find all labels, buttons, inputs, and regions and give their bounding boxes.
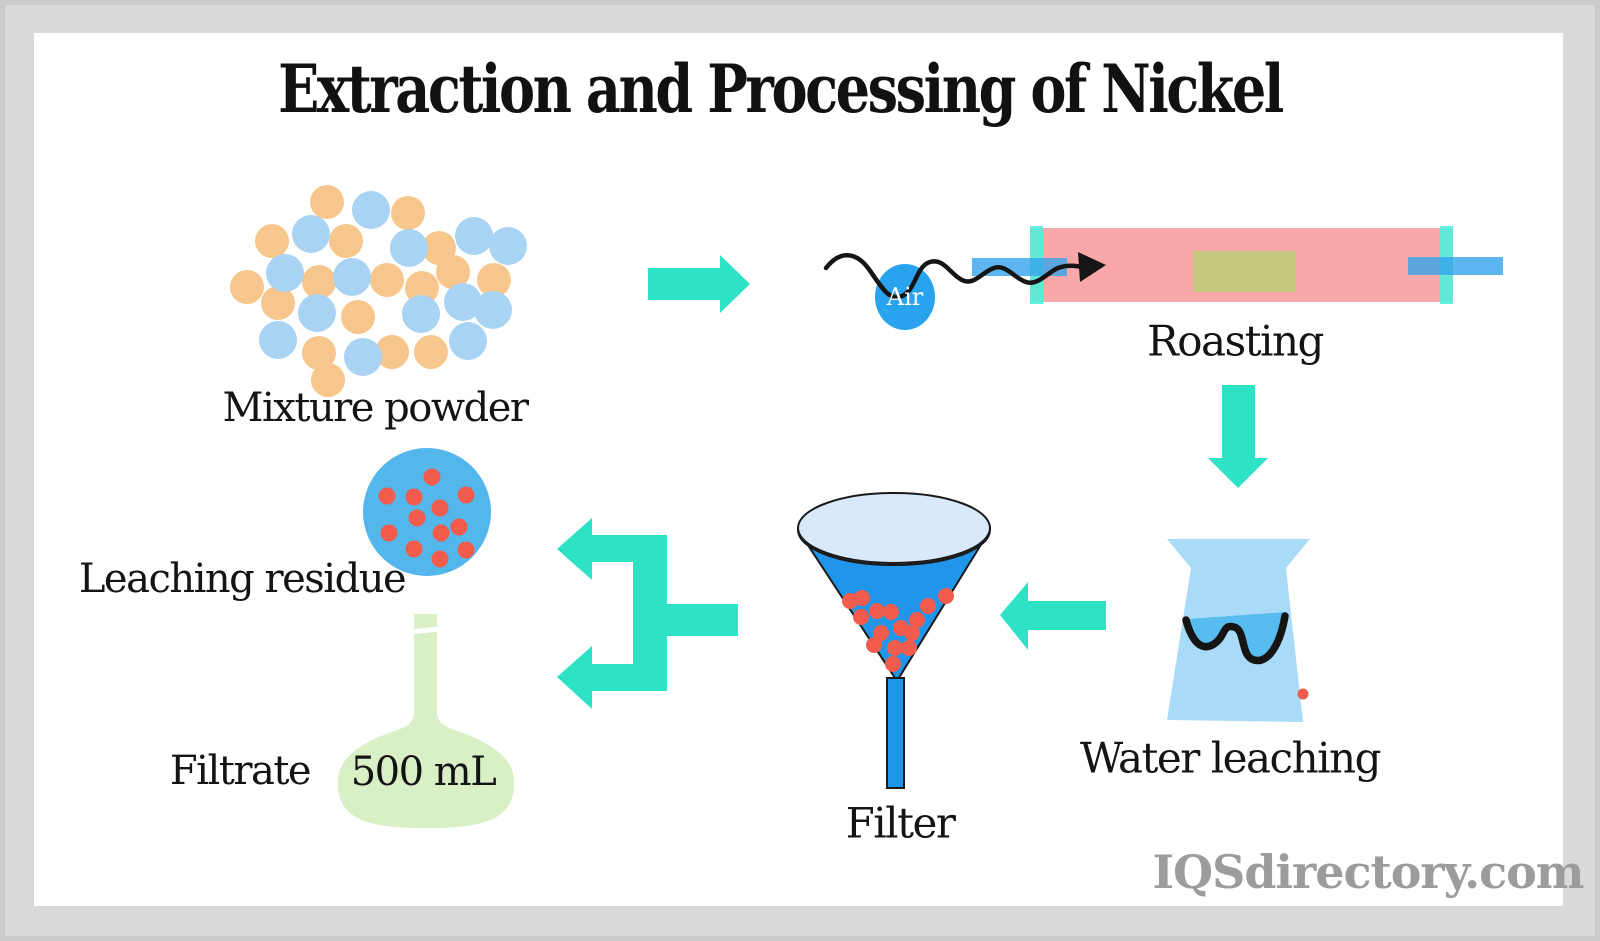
- powder-orange-particles: [230, 185, 511, 397]
- mixture-powder-cluster: [230, 185, 527, 397]
- filtrate-label: Filtrate: [169, 748, 312, 794]
- filter-label: Filter: [845, 798, 956, 848]
- funnel-stem: [886, 677, 905, 789]
- watermark-text: IQSdirectory.com: [1152, 845, 1585, 899]
- air-flow: [823, 252, 1106, 330]
- vessel-water: [1189, 612, 1285, 659]
- diagram-title: Extraction and Processing of Nickel: [278, 50, 1284, 128]
- residue-particles: [378, 468, 475, 568]
- leaching-residue: [363, 448, 491, 576]
- furnace-outlet-tube: [1408, 257, 1503, 275]
- furnace-core: [1193, 251, 1296, 292]
- funnel-mouth: [797, 492, 991, 564]
- roasting-furnace: [972, 226, 1503, 304]
- arrow-powder-to-roasting: [648, 255, 750, 313]
- air-flow-arrowhead-icon: [1078, 252, 1106, 282]
- water-leaching-vessel: [1167, 539, 1310, 722]
- filter-funnel: [796, 492, 992, 789]
- flask-body: [337, 614, 515, 828]
- arrow-leaching-to-filter: [1000, 582, 1106, 650]
- flask-neck-highlight: [408, 626, 443, 635]
- air-flow-line: [823, 253, 1089, 300]
- arrow-filter-split: [557, 518, 738, 709]
- filtrate-flask: [337, 614, 515, 828]
- residue-circle: [363, 448, 491, 576]
- diagram-panel: [34, 33, 1563, 906]
- leaching-residue-label: Leaching residue: [78, 556, 407, 602]
- air-label: Air: [886, 283, 924, 311]
- arrow-roasting-to-leaching: [1208, 385, 1268, 488]
- mixture-powder-label: Mixture powder: [222, 385, 529, 431]
- furnace-inlet-tube: [972, 258, 1067, 276]
- flask-volume-label: 500 mL: [350, 749, 497, 795]
- powder-blue-particles: [259, 191, 527, 376]
- water-leaching-label: Water leaching: [1080, 733, 1382, 783]
- vessel-wave-line: [1182, 612, 1289, 665]
- roasting-label: Roasting: [1147, 316, 1324, 366]
- funnel-particles: [842, 588, 954, 672]
- vessel-residue-dot: [1297, 688, 1309, 700]
- air-bubble: [875, 264, 935, 330]
